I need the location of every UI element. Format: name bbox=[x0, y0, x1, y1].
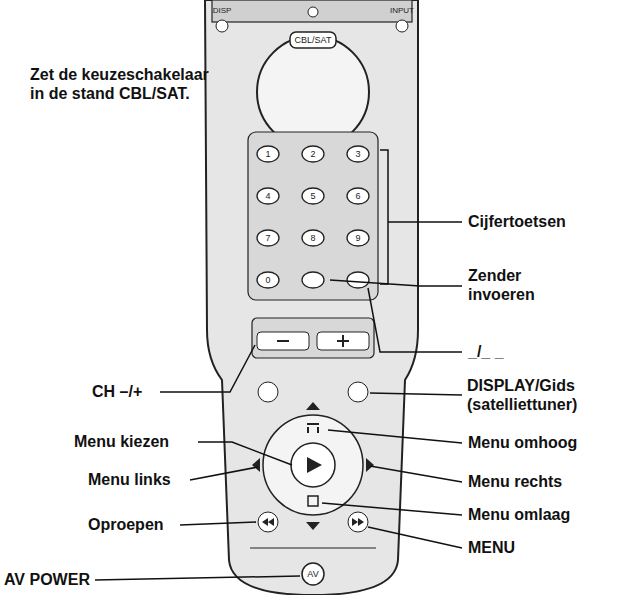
cbl-sat-position bbox=[290, 32, 336, 48]
rewind-symbol bbox=[262, 518, 274, 526]
disp-button bbox=[216, 20, 228, 32]
remote-body bbox=[205, 0, 418, 595]
callout-label: CH –/+ bbox=[92, 382, 172, 401]
button-label: 5 bbox=[310, 191, 315, 201]
button-label: 3 bbox=[355, 149, 360, 159]
button-label: AV bbox=[307, 569, 318, 579]
top-strip bbox=[212, 0, 412, 22]
keypad-panel bbox=[248, 132, 378, 300]
button-label: 6 bbox=[355, 191, 360, 201]
button-label: 9 bbox=[355, 233, 360, 243]
callout-label: Menu omhoog bbox=[468, 433, 618, 452]
button-label: CBL/SAT bbox=[295, 35, 332, 45]
callout-label: Cijfertoetsen bbox=[468, 212, 618, 231]
instruction-note: Zet de keuzeschakelaar in de stand CBL/S… bbox=[30, 65, 225, 103]
callout-label: Zender invoeren bbox=[468, 266, 588, 304]
ch-minus bbox=[257, 332, 309, 350]
callout-label: Menu links bbox=[88, 470, 198, 489]
stop-symbol bbox=[308, 496, 318, 506]
forward-symbol bbox=[352, 518, 364, 526]
av-power-button bbox=[302, 563, 324, 585]
ch-plus bbox=[317, 332, 369, 350]
right-arrow bbox=[366, 458, 374, 472]
callout-label: _/_ _ bbox=[468, 342, 568, 361]
up-arrow bbox=[306, 402, 320, 410]
button-label: 1 bbox=[265, 149, 270, 159]
minus-sign bbox=[277, 340, 289, 342]
callout-label: AV POWER bbox=[4, 570, 104, 589]
callout-label: MENU bbox=[468, 538, 568, 557]
button-label: DISP bbox=[213, 6, 232, 16]
callout-label: Menu kiezen bbox=[74, 432, 204, 451]
menu-button bbox=[348, 512, 368, 532]
callout-label: Oproepen bbox=[88, 515, 183, 534]
button-label: 0 bbox=[265, 275, 270, 285]
rewind-button bbox=[258, 512, 278, 532]
down-arrow bbox=[306, 522, 320, 530]
plus-sign bbox=[337, 335, 349, 347]
play-symbol bbox=[307, 457, 322, 473]
ch-panel bbox=[252, 318, 374, 358]
divider bbox=[250, 548, 376, 549]
button-label: 8 bbox=[310, 233, 315, 243]
button-label: 7 bbox=[265, 233, 270, 243]
select-button bbox=[291, 443, 335, 487]
leader-lines bbox=[95, 150, 462, 580]
button-label: 4 bbox=[265, 191, 270, 201]
led bbox=[308, 7, 318, 17]
callout-label: Menu omlaag bbox=[468, 505, 618, 524]
button-label: 2 bbox=[310, 149, 315, 159]
pause-symbol bbox=[307, 424, 319, 433]
callout-label: Menu rechts bbox=[468, 472, 618, 491]
button-label: INPUT bbox=[390, 6, 414, 16]
left-arrow bbox=[252, 458, 260, 472]
input-button bbox=[396, 20, 408, 32]
cursor-pad bbox=[263, 415, 363, 515]
selector-dial bbox=[257, 36, 369, 148]
number-keys bbox=[257, 146, 369, 288]
callout-label: DISPLAY/Gids (satelliettuner) bbox=[467, 376, 625, 414]
display-ab-button bbox=[348, 382, 368, 402]
vol-button bbox=[258, 382, 278, 402]
